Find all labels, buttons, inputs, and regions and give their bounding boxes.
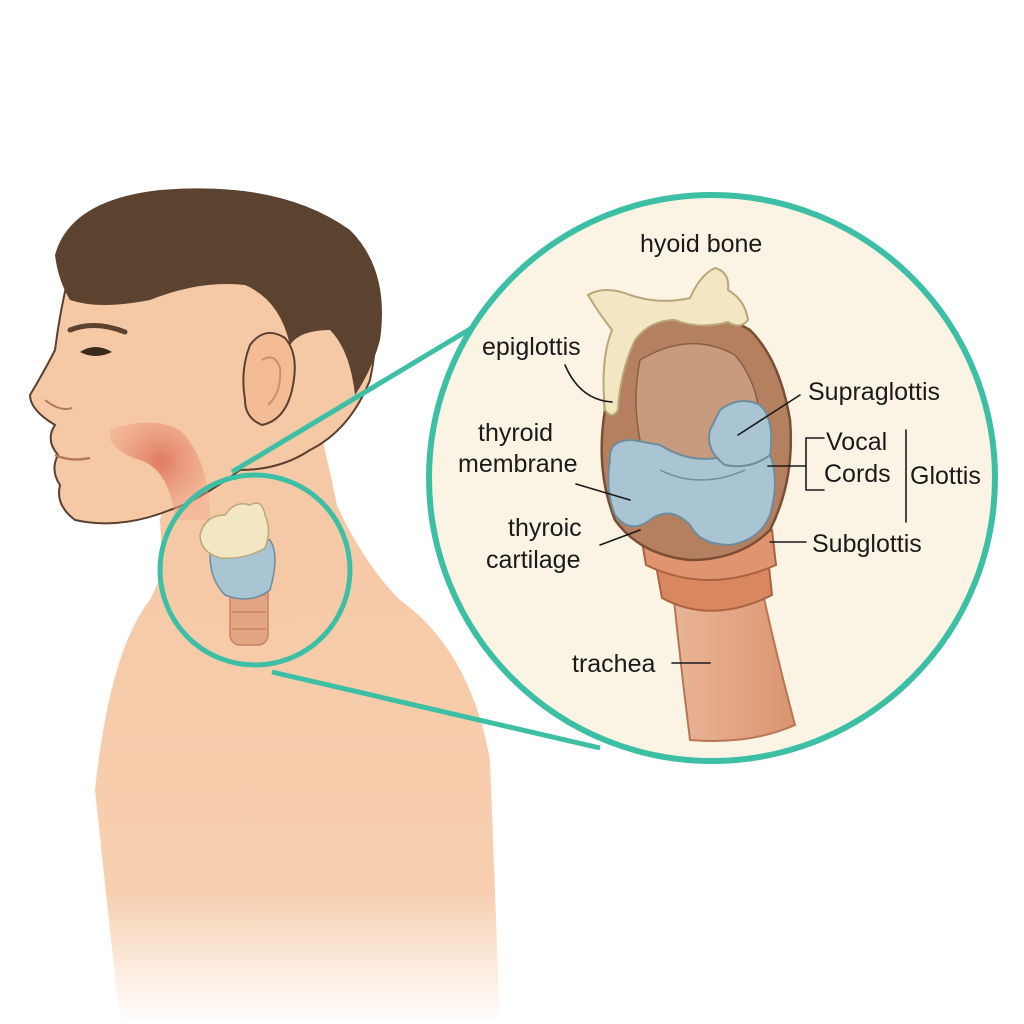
- label-thyroid-membrane-1: thyroid: [478, 419, 553, 447]
- mouth: [54, 453, 91, 461]
- eyebrow: [67, 323, 128, 335]
- label-thyroic-cartilage-1: thyroic: [508, 514, 582, 542]
- hair: [55, 188, 382, 395]
- labels: hyoid bone epiglottis Supraglottis Vocal…: [458, 230, 981, 678]
- label-glottis: Glottis: [910, 462, 981, 490]
- neck-hyoid-bone: [199, 502, 270, 560]
- ear: [242, 331, 296, 427]
- person-figure: [28, 188, 500, 1024]
- trachea-tube: [670, 579, 797, 742]
- inset-detail: [426, 192, 998, 764]
- eye: [80, 347, 112, 356]
- label-hyoid-bone: hyoid bone: [640, 230, 762, 258]
- label-vocal: Vocal: [826, 428, 887, 456]
- label-trachea: trachea: [572, 650, 655, 678]
- label-epiglottis: epiglottis: [482, 333, 581, 361]
- label-cords: Cords: [824, 460, 891, 488]
- label-thyroid-membrane-2: membrane: [458, 450, 578, 478]
- torso: [95, 490, 500, 1024]
- neck-larynx: [199, 502, 276, 646]
- label-supraglottis: Supraglottis: [808, 378, 940, 406]
- leader-lines: [564, 364, 907, 664]
- hyoid-bone-shape: [586, 266, 750, 416]
- label-thyroic-cartilage-2: cartilage: [486, 546, 581, 574]
- label-subglottis: Subglottis: [812, 530, 922, 558]
- small-magnifier-ring: [157, 472, 353, 668]
- throat-passage: [110, 422, 210, 520]
